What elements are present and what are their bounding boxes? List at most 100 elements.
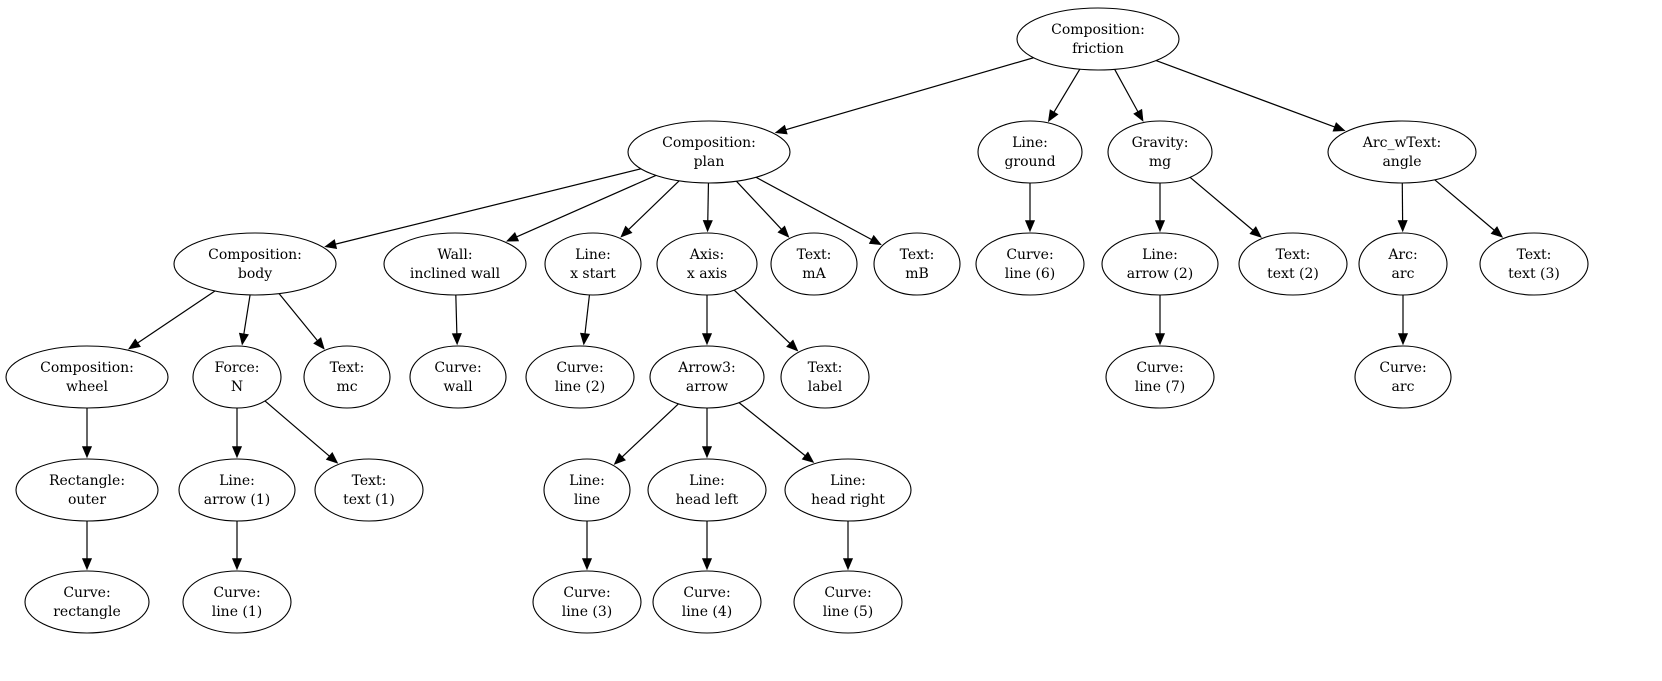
graph-node-ground[interactable]: Line: ground xyxy=(977,120,1083,184)
node-label-name: outer xyxy=(68,492,106,508)
graph-node-wheel[interactable]: Composition:wheel xyxy=(5,345,169,409)
graph-node-head_left[interactable]: Line:head left xyxy=(647,458,767,522)
graph-edge xyxy=(735,180,790,238)
node-ellipse[interactable] xyxy=(178,458,296,522)
graph-node-arrow1[interactable]: Line:arrow (1) xyxy=(178,458,296,522)
node-label-type: Gravity: xyxy=(1132,135,1189,151)
graph-node-wall_curve[interactable]: Curve:wall xyxy=(409,345,507,409)
node-label-name: friction xyxy=(1072,41,1124,57)
node-label-type: Line: xyxy=(1142,247,1178,263)
graph-edge xyxy=(505,174,657,242)
graph-node-x_start[interactable]: Line:x start xyxy=(544,232,642,296)
graph-node-inclined_wall[interactable]: Wall:inclined wall xyxy=(383,232,527,296)
graph-node-text2[interactable]: Text: text (2) xyxy=(1238,232,1348,296)
node-ellipse[interactable] xyxy=(656,232,758,296)
node-ellipse[interactable] xyxy=(1101,232,1219,296)
node-ellipse[interactable] xyxy=(15,458,159,522)
node-ellipse[interactable] xyxy=(525,345,635,409)
graph-edge xyxy=(738,402,815,463)
node-label-type: Curve: xyxy=(563,585,610,601)
node-ellipse[interactable] xyxy=(1016,7,1180,71)
node-ellipse[interactable] xyxy=(770,232,858,296)
graph-node-body[interactable]: Composition:body xyxy=(173,232,337,296)
graph-node-arrow3[interactable]: Arrow3:arrow xyxy=(649,345,765,409)
graph-edge xyxy=(1154,183,1166,233)
graph-node-plan[interactable]: Composition:plan xyxy=(627,120,791,184)
edge-arrowhead-icon xyxy=(620,225,633,238)
graph-node-mc[interactable]: Text:mc xyxy=(303,345,391,409)
node-ellipse[interactable] xyxy=(780,345,870,409)
node-label-name: text (2) xyxy=(1267,266,1319,282)
graph-node-line1[interactable]: Curve:line (1) xyxy=(182,570,292,634)
graph-node-mA[interactable]: Text:mA xyxy=(770,232,858,296)
node-ellipse[interactable] xyxy=(383,232,527,296)
graph-node-mB[interactable]: Text:mB xyxy=(873,232,961,296)
node-ellipse[interactable] xyxy=(543,458,631,522)
graph-node-line3[interactable]: Curve:line (3) xyxy=(532,570,642,634)
node-ellipse[interactable] xyxy=(627,120,791,184)
node-ellipse[interactable] xyxy=(1327,120,1477,184)
graph-node-gravity[interactable]: Gravity:mg xyxy=(1107,120,1213,184)
node-label-type: Line: xyxy=(689,473,725,489)
graph-node-line4[interactable]: Curve:line (4) xyxy=(652,570,762,634)
node-ellipse[interactable] xyxy=(1479,232,1589,296)
node-label-type: Line: xyxy=(1012,135,1048,151)
graph-node-outer[interactable]: Rectangle:outer xyxy=(15,458,159,522)
graph-node-force_N[interactable]: Force:N xyxy=(192,345,282,409)
graph-node-text3[interactable]: Text:text (3) xyxy=(1479,232,1589,296)
graph-node-x_axis[interactable]: Axis:x axis xyxy=(656,232,758,296)
graph-node-arc_curve[interactable]: Curve:arc xyxy=(1354,345,1452,409)
node-ellipse[interactable] xyxy=(24,570,150,634)
graph-node-label[interactable]: Text:label xyxy=(780,345,870,409)
node-ellipse[interactable] xyxy=(303,345,391,409)
graph-node-head_right[interactable]: Line:head right xyxy=(784,458,912,522)
node-ellipse[interactable] xyxy=(409,345,507,409)
node-ellipse[interactable] xyxy=(1354,345,1452,409)
node-ellipse[interactable] xyxy=(793,570,903,634)
edge-arrowhead-icon xyxy=(777,225,790,238)
edge-arrowhead-icon xyxy=(238,332,249,346)
graph-node-line6[interactable]: Curve:line (6) xyxy=(975,232,1085,296)
node-ellipse[interactable] xyxy=(1358,232,1448,296)
node-ellipse[interactable] xyxy=(977,120,1083,184)
node-ellipse[interactable] xyxy=(784,458,912,522)
graph-edge xyxy=(755,176,882,246)
graph-node-arrow2[interactable]: Line:arrow (2) xyxy=(1101,232,1219,296)
node-label-type: Curve: xyxy=(1379,360,1426,376)
node-label-type: Text: xyxy=(1276,247,1311,263)
node-ellipse[interactable] xyxy=(1107,120,1213,184)
node-ellipse[interactable] xyxy=(649,345,765,409)
node-ellipse[interactable] xyxy=(5,345,169,409)
node-ellipse[interactable] xyxy=(873,232,961,296)
node-ellipse[interactable] xyxy=(173,232,337,296)
edge-arrowhead-icon xyxy=(1397,333,1409,346)
graph-node-line5[interactable]: Curve:line (5) xyxy=(793,570,903,634)
node-label-type: Axis: xyxy=(689,247,724,263)
node-ellipse[interactable] xyxy=(182,570,292,634)
edge-arrowhead-icon xyxy=(1047,109,1059,123)
graph-node-line2[interactable]: Curve:line (2) xyxy=(525,345,635,409)
node-ellipse[interactable] xyxy=(1105,345,1215,409)
node-ellipse[interactable] xyxy=(647,458,767,522)
graph-node-line7[interactable]: Curve:line (7) xyxy=(1105,345,1215,409)
graph-node-friction[interactable]: Composition:friction xyxy=(1016,7,1180,71)
node-ellipse[interactable] xyxy=(1238,232,1348,296)
graph-node-line_line[interactable]: Line:line xyxy=(543,458,631,522)
node-ellipse[interactable] xyxy=(314,458,424,522)
node-ellipse[interactable] xyxy=(544,232,642,296)
node-label-name: arc xyxy=(1392,266,1415,282)
node-ellipse[interactable] xyxy=(975,232,1085,296)
edge-arrowhead-icon xyxy=(1397,220,1408,233)
node-ellipse[interactable] xyxy=(652,570,762,634)
node-label-name: mB xyxy=(905,266,929,282)
node-label-type: Force: xyxy=(215,360,260,376)
graph-node-text1[interactable]: Text:text (1) xyxy=(314,458,424,522)
edge-arrowhead-icon xyxy=(81,446,93,459)
node-label-name: ground xyxy=(1004,154,1055,170)
graph-node-rectangle[interactable]: Curve:rectangle xyxy=(24,570,150,634)
node-ellipse[interactable] xyxy=(192,345,282,409)
node-ellipse[interactable] xyxy=(532,570,642,634)
graph-node-angle[interactable]: Arc_wText:angle xyxy=(1327,120,1477,184)
edge-line xyxy=(516,174,657,238)
graph-node-arc_arc[interactable]: Arc:arc xyxy=(1358,232,1448,296)
